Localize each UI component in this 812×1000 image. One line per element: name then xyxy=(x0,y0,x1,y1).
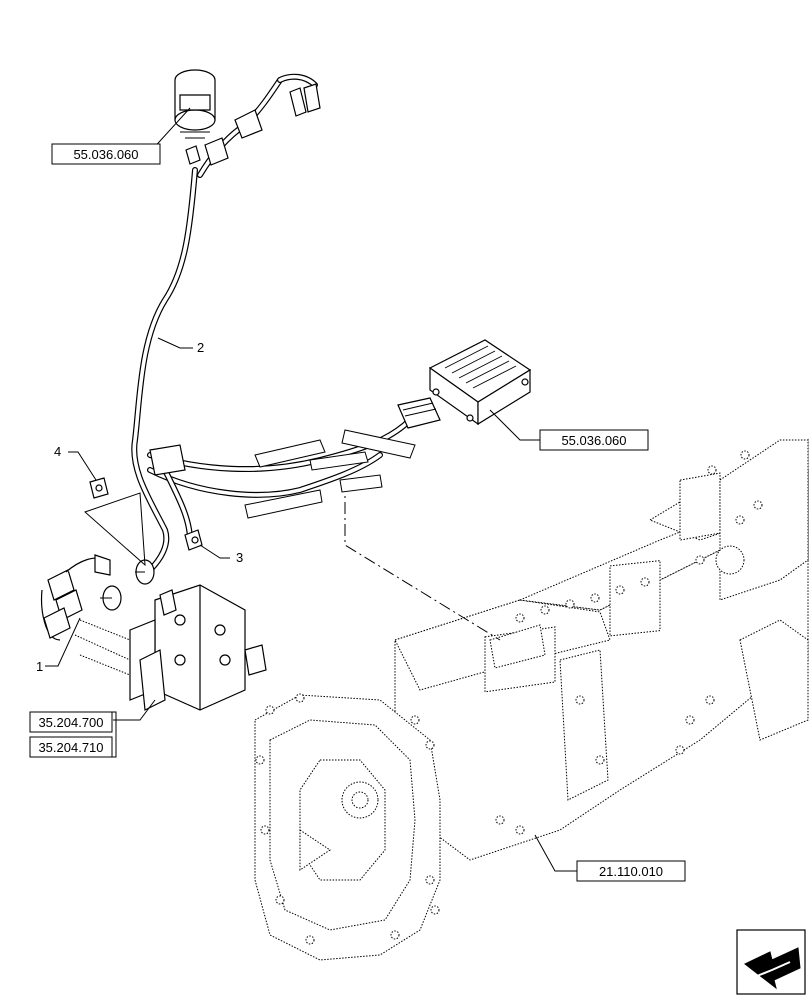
installation-line xyxy=(344,480,501,641)
svg-text:55.036.060: 55.036.060 xyxy=(561,433,626,448)
reference-label-ecu[interactable]: 55.036.060 xyxy=(539,429,649,451)
callout-3: 3 xyxy=(236,550,243,565)
valve-block xyxy=(74,584,267,711)
electronic-control-unit xyxy=(428,339,532,426)
clip-item-4 xyxy=(89,477,109,499)
transmission-housing xyxy=(254,438,809,961)
rocker-switch-assembly xyxy=(174,69,321,166)
reference-label-transmission[interactable]: 21.110.010 xyxy=(576,860,686,882)
reference-label-valve-b[interactable]: 35.204.710 xyxy=(29,736,113,758)
svg-text:35.204.710: 35.204.710 xyxy=(38,740,103,755)
valve-bracket xyxy=(112,711,117,758)
sensor-item-3 xyxy=(184,529,203,551)
solenoid-connectors xyxy=(40,554,155,641)
callout-2: 2 xyxy=(197,340,204,355)
callout-4: 4 xyxy=(54,444,61,459)
svg-text:35.204.700: 35.204.700 xyxy=(38,715,103,730)
wiring-harness xyxy=(131,73,441,573)
prev-page-arrow-icon[interactable] xyxy=(736,929,806,995)
callout-1: 1 xyxy=(36,659,43,674)
svg-text:21.110.010: 21.110.010 xyxy=(599,864,663,879)
reference-label-valve-a[interactable]: 35.204.700 xyxy=(29,711,113,733)
reference-label-top-left[interactable]: 55.036.060 xyxy=(51,143,161,165)
svg-text:55.036.060: 55.036.060 xyxy=(73,147,138,162)
